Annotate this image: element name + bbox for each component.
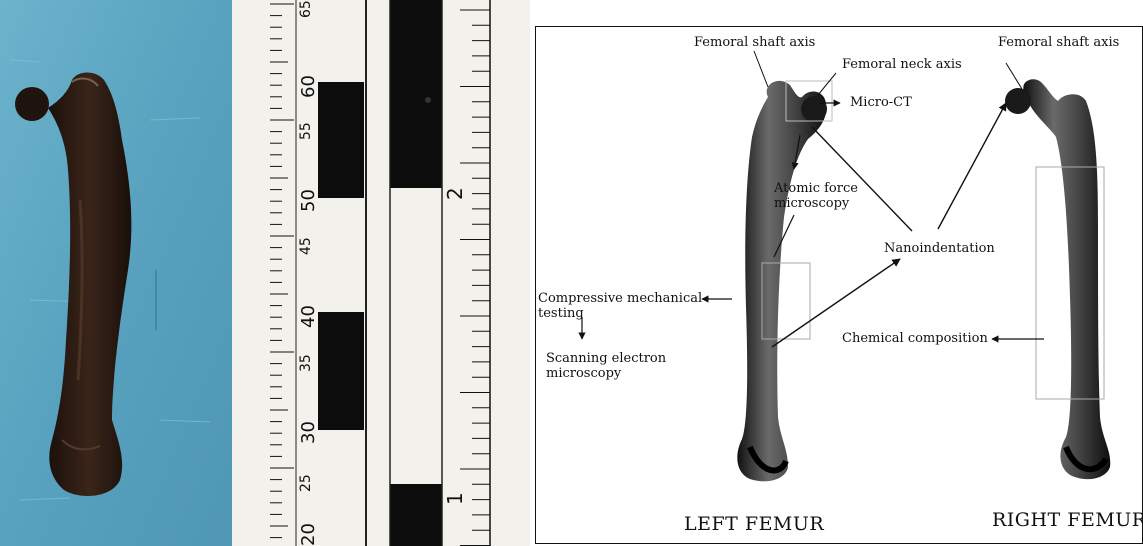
- diagram-svg: [536, 27, 1142, 543]
- ruler-label: 40: [298, 305, 319, 328]
- femoral-neck-axis-label: Femoral neck axis: [842, 57, 962, 72]
- neck-axis-line: [818, 73, 836, 95]
- femoral-shaft-axis-left-label: Femoral shaft axis: [694, 35, 815, 50]
- sem-label: Scanning electron microscopy: [546, 351, 666, 381]
- micro-ct-label: Micro-CT: [850, 95, 912, 110]
- ruler-label: 45: [298, 237, 314, 255]
- ruler-block: [390, 484, 442, 546]
- ruler-label: 50: [298, 189, 319, 212]
- chemical-composition-label: Chemical composition: [842, 331, 988, 346]
- ruler-mark: [425, 97, 431, 103]
- arrow-nano-1: [812, 127, 912, 231]
- right-femur-xray: [1005, 79, 1110, 479]
- ruler-block: [318, 82, 364, 198]
- ruler-body: [232, 0, 530, 546]
- sem-line-2: microscopy: [546, 366, 666, 381]
- ruler-label: 35: [298, 354, 314, 372]
- left-femur-caption: LEFT FEMUR: [684, 517, 824, 532]
- ruler-block: [318, 312, 364, 430]
- scale-label: 2: [443, 187, 467, 200]
- sem-line-1: Scanning electron: [546, 351, 666, 366]
- ruler-label: 25: [298, 474, 314, 492]
- shaft-axis-line: [1006, 63, 1022, 89]
- ruler-label: 65: [298, 0, 314, 18]
- photo-svg: 65 60 55 50 45 40 35 30 25 20 2 1: [0, 0, 530, 546]
- compressive-testing-label: Compressive mechanical testing: [538, 291, 702, 321]
- ruler-label: 30: [298, 421, 319, 444]
- atomic-force-label: Atomic force microscopy: [774, 181, 858, 211]
- ruler-label: 55: [298, 122, 314, 140]
- scale-label: 1: [443, 492, 467, 505]
- left-femur-xray: [737, 81, 827, 481]
- arrow-nano-2: [938, 103, 1006, 229]
- atomic-force-line-2: microscopy: [774, 196, 858, 211]
- atomic-force-line-1: Atomic force: [774, 181, 858, 196]
- ruler-label: 60: [298, 75, 319, 98]
- shaft-axis-line: [754, 51, 768, 87]
- right-femur-caption: RIGHT FEMUR: [992, 513, 1143, 528]
- femoral-shaft-axis-right-label: Femoral shaft axis: [998, 35, 1119, 50]
- nanoindentation-label: Nanoindentation: [884, 241, 995, 256]
- femur-diagram: Femoral shaft axis Femoral shaft axis Fe…: [535, 26, 1143, 544]
- compressive-line-1: Compressive mechanical: [538, 291, 702, 306]
- ruler-label: 20: [298, 523, 319, 546]
- specimen-photo: 65 60 55 50 45 40 35 30 25 20 2 1: [0, 0, 530, 546]
- compressive-line-2: testing: [538, 306, 702, 321]
- ruler-block: [390, 0, 442, 188]
